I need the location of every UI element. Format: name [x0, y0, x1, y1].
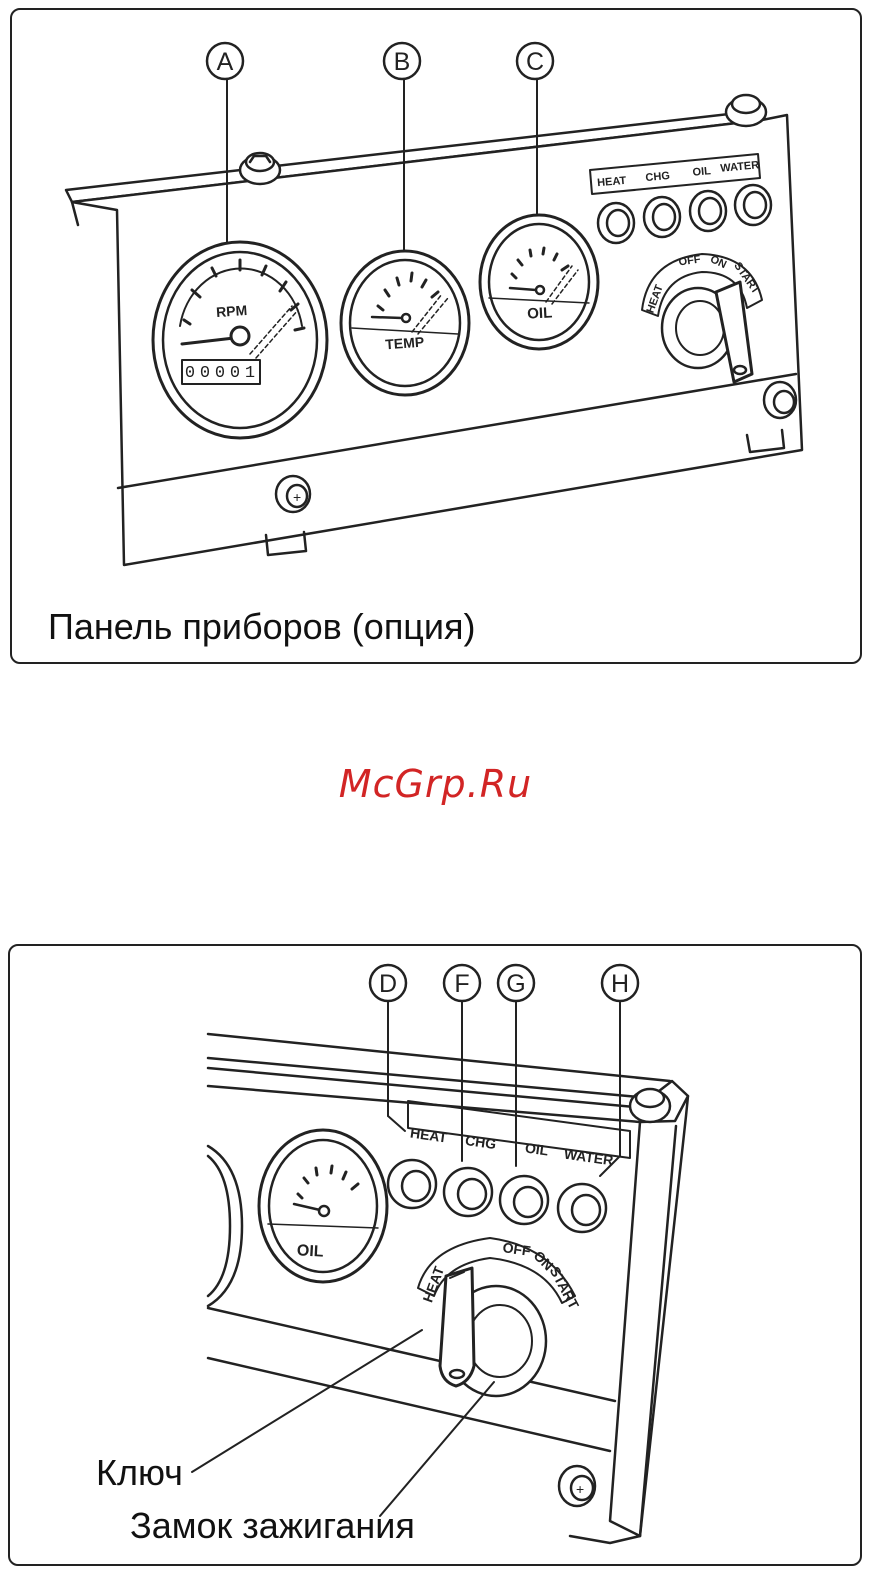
callout-b: B [384, 43, 420, 79]
oil-label: OIL [296, 1242, 324, 1260]
indicator-label: HEAT [597, 175, 627, 190]
callout-g: G [498, 965, 534, 1001]
callout-d: D [370, 965, 406, 1001]
callout-a-label: A [217, 48, 234, 76]
hour-meter-digit: 0 [200, 364, 210, 383]
indicator-label: CHG [464, 1132, 497, 1152]
temp-label: TEMP [385, 334, 425, 353]
indicator-label: OIL [524, 1140, 550, 1159]
hour-meter-digit: 0 [230, 364, 240, 383]
indicator-label: OIL [692, 165, 712, 179]
figure-1-labels: A B C RPM TEMP OIL 0 0 0 0 1 HEAT [10, 8, 858, 660]
rpm-label: RPM [216, 302, 248, 320]
switch-position-label: HEAT [645, 283, 666, 315]
key-caption: Ключ [96, 1452, 183, 1494]
callout-f-label: F [454, 970, 469, 998]
callout-b-label: B [394, 48, 411, 76]
callout-d-label: D [379, 970, 397, 998]
switch-position-label: START [547, 1264, 583, 1312]
figure-1-label-layer: A B C RPM TEMP OIL 0 0 0 0 1 HEAT [10, 8, 858, 660]
indicator-label: WATER [563, 1146, 614, 1169]
hour-meter-digit: 0 [185, 364, 195, 383]
switch-position-label: OFF [502, 1239, 532, 1259]
switch-position-label: HEAT [419, 1264, 447, 1305]
callout-h: H [602, 965, 638, 1001]
hour-meter-digit: 1 [245, 364, 255, 383]
watermark: McGrp.Ru [0, 762, 871, 806]
switch-position-label: OFF [678, 254, 702, 269]
switch-position-label: START [731, 260, 762, 296]
switch-position-label: ON [708, 253, 728, 271]
indicator-label: CHG [645, 170, 670, 184]
callout-c-label: C [526, 48, 544, 76]
callout-f: F [444, 965, 480, 1001]
callout-g-label: G [506, 970, 525, 998]
indicator-label: WATER [720, 159, 760, 174]
callout-h-label: H [611, 970, 629, 998]
ignition-lock-caption: Замок зажигания [130, 1505, 415, 1547]
callout-c: C [517, 43, 553, 79]
hour-meter-digit: 0 [215, 364, 225, 383]
callout-a: A [207, 43, 243, 79]
indicator-label: HEAT [409, 1125, 448, 1146]
oil-label: OIL [527, 304, 553, 322]
